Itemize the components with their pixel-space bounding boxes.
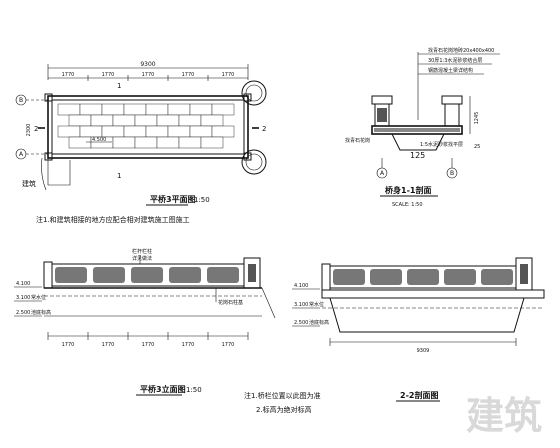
plan-paving [57,103,235,149]
s11-dim-bottom: 125 [410,151,425,160]
elev-span-2: 1770 [102,342,115,348]
plan-span-3: 1770 [142,72,155,78]
s22-level-2-label: 常水位 [309,301,324,308]
plan-span-4: 1770 [182,72,195,78]
s22-panel-2 [370,269,402,285]
plan-planter-top [241,80,267,106]
s11-callout-2: 30厚1:3水泥砂浆结合层 [428,57,482,64]
elev-span-4: 1770 [182,342,195,348]
elev-post-left [43,261,53,289]
elev-title: 平桥3立面图 [140,384,186,394]
plan-span-1: 1770 [62,72,75,78]
s22-level-2: 3.100 [294,302,308,308]
elev-level-3-label: 池底标高 [31,309,51,316]
elev-level-2: 3.100 [16,295,30,301]
elev-level-2-label: 常水位 [31,294,46,301]
section-2-2: 4.100 3.100 常水位 2.500 池底标高 9309 2-2剖面图 [292,257,545,402]
s22-deck [321,289,545,299]
s11-scale: SCALE: 1:50 [392,202,423,208]
s11-left-label: 找青石花岗 [345,137,370,144]
plan-view: 9300 1770 1770 1770 1770 1770 [15,61,267,206]
plan-grid-b-bubble [15,94,27,106]
s22-level-3-label: 池底标高 [309,319,329,326]
plan-side-dim: 2300 [26,124,32,137]
elevation-view: 栏杆栏柱 详见做法 花岗石柱基 4.100 3.100 常水位 2.500 池底… [14,248,276,396]
elev-span-5: 1770 [222,342,235,348]
s22-total-dim: 9309 [417,348,430,354]
plan-scale: 1:50 [194,196,210,204]
elev-panel-3 [131,267,163,283]
plan-i-mark-bottom: 1 [117,172,121,180]
elev-panel-2 [93,267,125,283]
elev-panel-5 [207,267,239,283]
s22-beam [329,297,525,333]
plan-grid-a: A [19,151,24,158]
elev-level-1: 4.100 [16,281,30,287]
plan-deck-outline [47,95,249,159]
s22-level-3: 2.500 [294,320,308,326]
plan-post-tl [44,93,53,102]
s11-deck [371,125,463,135]
elev-panel-4 [169,267,201,283]
elev-callout-a: 栏杆栏柱 [132,248,152,255]
s22-panel-5 [481,269,513,285]
elev-panel-1 [55,267,87,283]
plan-note: 注1.和建筑相接的地方应配合相对建筑施工图施工 [36,215,190,224]
elev-callout-c: 花岗石柱基 [218,299,243,306]
plan-post-tr [243,93,252,102]
s11-post-right [444,103,460,127]
plan-total-dim: 9300 [140,61,155,68]
plan-building-label: 建筑 [22,179,36,188]
elev-callout-b: 详见做法 [132,255,152,262]
s22-post-left [321,263,331,291]
s22-title: 2-2剖面图 [400,390,438,400]
s11-dim-top: 1245 [474,112,480,125]
plan-section-mark-right: 2 [262,125,266,133]
s11-dim-mid: 25 [474,144,480,150]
plan-i-mark-top: 1 [117,82,121,90]
s11-right-label: 1:5水泥砂浆找平层 [420,141,463,148]
elev-span-3: 1770 [142,342,155,348]
plan-grid-b: B [19,97,23,104]
plan-deck-inner [51,99,245,155]
elev-note-1: 注1.桥栏位置以此图为准 [244,391,321,400]
plan-elev-mark: 4.500 [92,137,106,143]
elev-scale: 1:50 [186,386,202,394]
plan-planter-bottom [241,149,267,175]
s11-grid-a: A [380,170,385,177]
plan-post-bl [44,152,53,161]
elev-span-1: 1770 [62,342,75,348]
elev-note-2: 2.标高为绝对标高 [256,405,312,414]
s22-level-1: 4.100 [294,283,308,289]
plan-span-ticks [87,75,209,81]
plan-span-2: 1770 [102,72,115,78]
elev-level-3: 2.500 [16,310,30,316]
plan-title: 平桥3平面图 [150,194,196,204]
plan-building-edge [47,158,71,186]
section-1-1: 找青石花岗地砖20x400x400 30厚1:3水泥砂浆结合层 钢筋混凝土梁详结… [345,47,500,208]
s11-grid-b: B [450,170,454,177]
s11-callout-1: 找青石花岗地砖20x400x400 [428,47,494,54]
s22-panel-3 [407,269,439,285]
s11-title: 桥身1-1剖面 [385,185,431,195]
s11-beam [391,133,445,151]
plan-section-mark-left: 2 [34,125,38,133]
plan-span-5: 1770 [222,72,235,78]
watermark: 建筑 [465,394,542,438]
s11-callout-3: 钢筋混凝土梁详结构 [428,67,473,74]
s22-panel-1 [333,269,365,285]
s22-panel-4 [444,269,476,285]
plan-post-br [243,152,252,161]
plan-grid-a-bubble [15,148,27,160]
